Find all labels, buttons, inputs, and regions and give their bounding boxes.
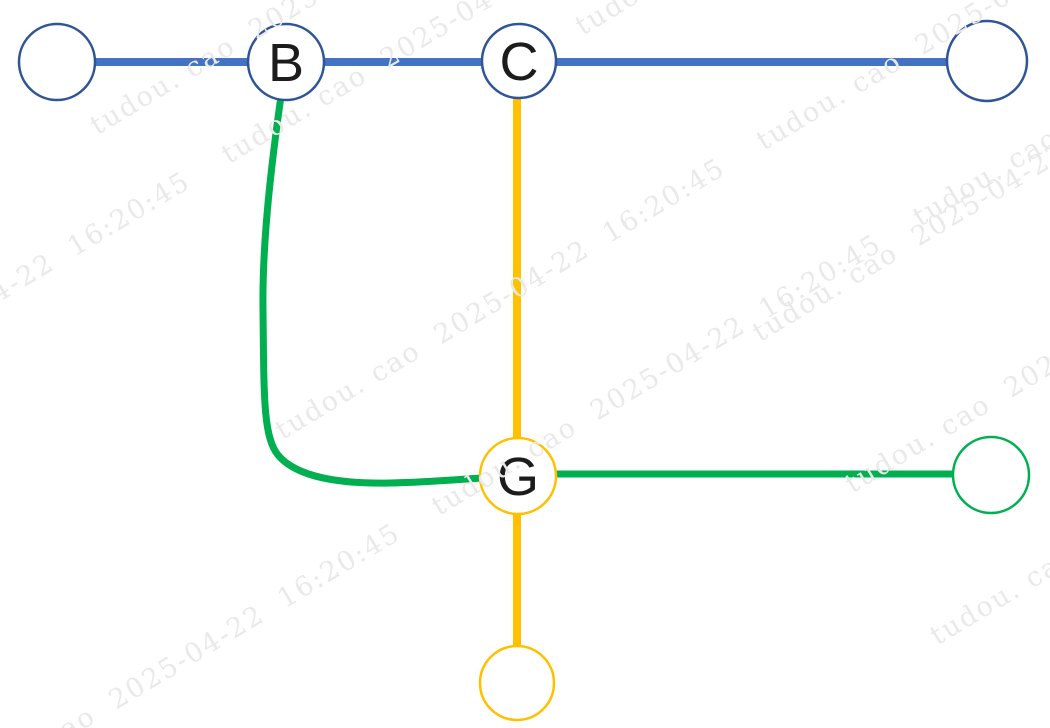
node-end-blue-left[interactable] bbox=[17, 22, 97, 102]
edge-green-curve[interactable] bbox=[259, 95, 519, 487]
node-C[interactable] bbox=[480, 22, 558, 100]
node-B[interactable] bbox=[246, 22, 326, 102]
node-G[interactable] bbox=[478, 436, 558, 516]
node-end-green-right[interactable] bbox=[951, 435, 1031, 515]
node-end-yellow-bottom[interactable] bbox=[478, 644, 556, 722]
node-end-blue-right[interactable] bbox=[945, 19, 1029, 103]
